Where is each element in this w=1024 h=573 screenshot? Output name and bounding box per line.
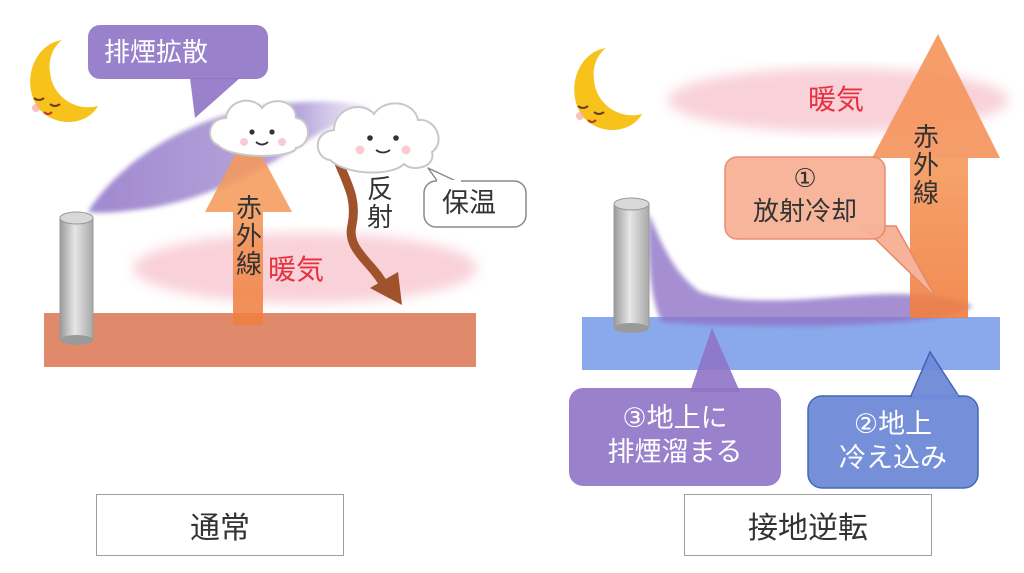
left-smoke-callout-tail	[190, 78, 240, 118]
right-infrared-label: 赤 外 線	[913, 124, 939, 208]
left-warm-air-label: 暖気	[268, 253, 325, 286]
right-step2-callout-box	[807, 395, 979, 489]
right-moon-icon	[574, 48, 642, 131]
right-step2-label: ②地上 冷え込み	[808, 408, 978, 476]
left-infrared-char-2: 外	[236, 222, 263, 253]
left-reflect-char-2: 射	[367, 203, 394, 234]
left-keep-warm-callout-box	[423, 180, 527, 228]
left-reflect-label: 反 射	[367, 176, 393, 232]
left-reflect-char-1: 反	[367, 175, 394, 205]
right-step1-number: ①	[793, 164, 817, 194]
right-step2-line-2: 冷え込み	[839, 442, 947, 474]
left-chimney-icon	[59, 211, 94, 345]
left-infrared-char-1: 赤	[236, 194, 263, 224]
left-keep-warm-label: 保温	[442, 188, 496, 219]
left-moon-icon	[30, 40, 98, 123]
left-smoke-callout-box	[88, 25, 268, 79]
right-step3-line-2: 排煙溜まる	[607, 436, 743, 468]
right-cloud-left-panel-icon	[316, 102, 440, 174]
right-step3-callout-box	[569, 388, 781, 486]
left-infrared-label: 赤 外 線	[236, 195, 262, 279]
left-smoke-callout-label: 排煙拡散	[104, 38, 209, 68]
right-caption: 接地逆転	[684, 494, 932, 556]
right-infrared-arrow	[872, 34, 1000, 318]
right-chimney-icon	[613, 197, 650, 333]
right-step1-text: 放射冷却	[752, 196, 857, 227]
left-cloud-icon	[209, 99, 309, 157]
right-smoke-layer	[648, 212, 972, 326]
right-step2-line-1: ②地上	[853, 409, 933, 440]
right-infrared-char-1: 赤	[913, 123, 940, 153]
left-infrared-arrow	[205, 130, 292, 325]
right-infrared-char-2: 外	[913, 151, 940, 182]
right-infrared-char-3: 線	[913, 179, 940, 210]
right-warm-air-label: 暖気	[808, 83, 865, 116]
right-step1-label: ① 放射冷却	[725, 163, 885, 228]
left-reflection-arrow	[329, 145, 389, 290]
left-infrared-char-3: 線	[236, 250, 263, 281]
right-step3-label: ③地上に 排煙溜まる	[569, 402, 781, 470]
left-caption: 通常	[96, 494, 344, 556]
right-step1-callout-box	[724, 156, 886, 240]
right-step3-line-1: ③地上に	[622, 403, 728, 434]
right-step3-callout-tail	[690, 328, 740, 392]
